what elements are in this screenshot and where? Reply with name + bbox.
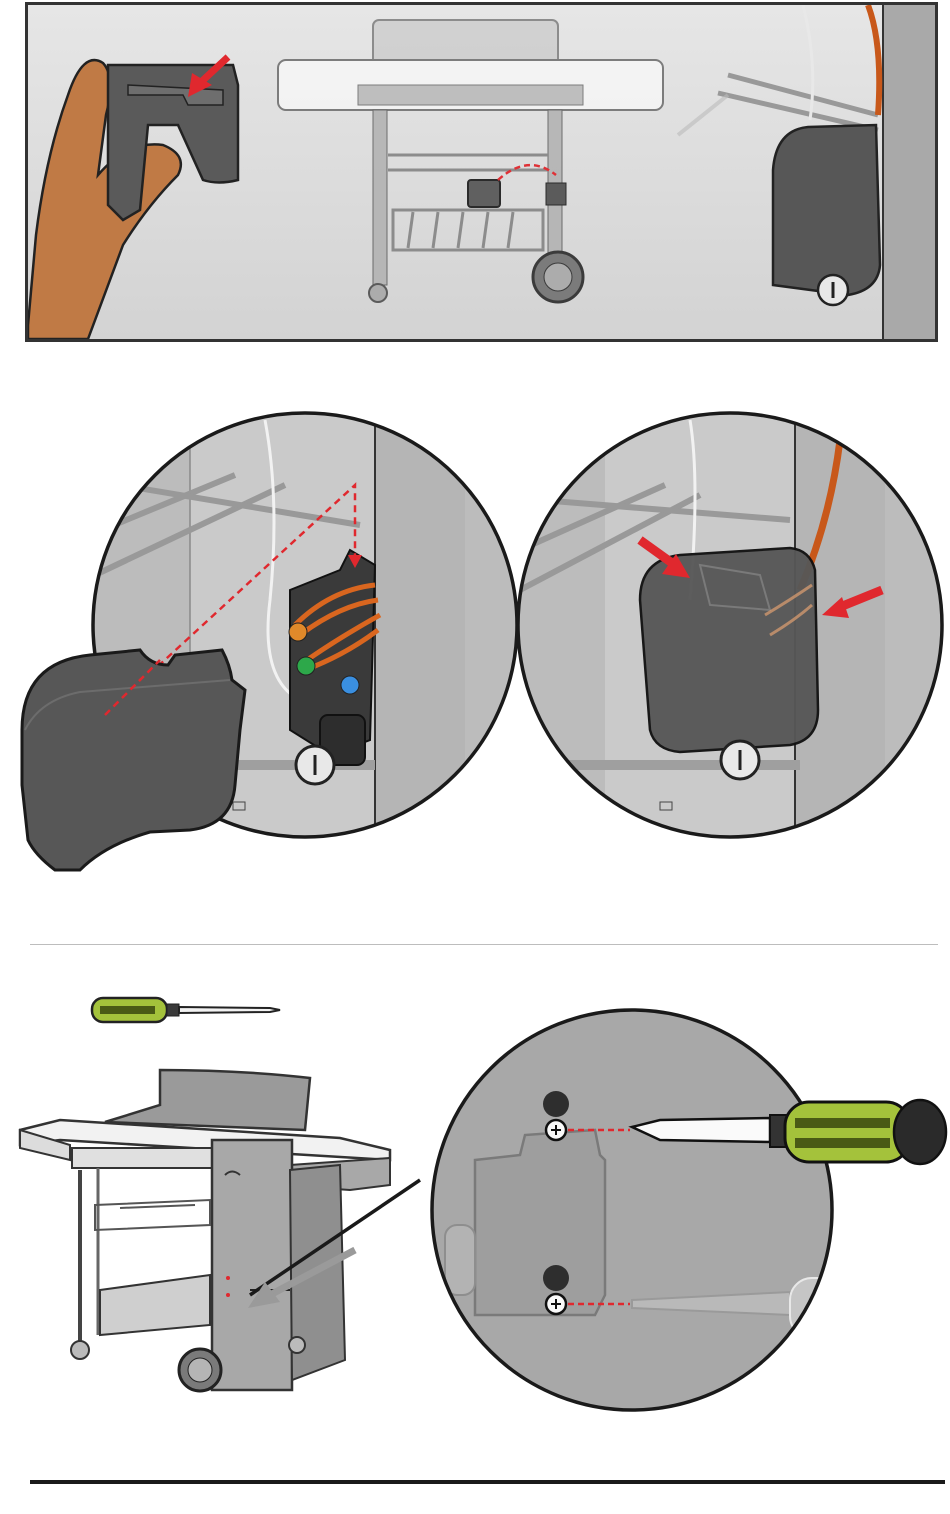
grill-rods (678, 5, 879, 135)
step-panel-top (25, 2, 938, 342)
top-illustration (28, 5, 935, 339)
ignition-cover-installed (773, 125, 880, 305)
grill-icon (20, 1070, 390, 1391)
section-divider (30, 944, 938, 945)
grill-icon (278, 20, 663, 302)
detail-circle-bottom (432, 1010, 950, 1410)
footer-rule (30, 1480, 945, 1484)
step-panel-bottom (0, 990, 950, 1430)
grill-side-wall (883, 5, 935, 339)
ignition-cover-detached (22, 650, 245, 870)
step-panel-middle (0, 400, 950, 900)
ignition-cover-icon (108, 65, 238, 220)
ignition-cover-installed (640, 548, 818, 779)
detail-circle-right (518, 400, 942, 840)
screwdriver-icon (92, 998, 280, 1022)
